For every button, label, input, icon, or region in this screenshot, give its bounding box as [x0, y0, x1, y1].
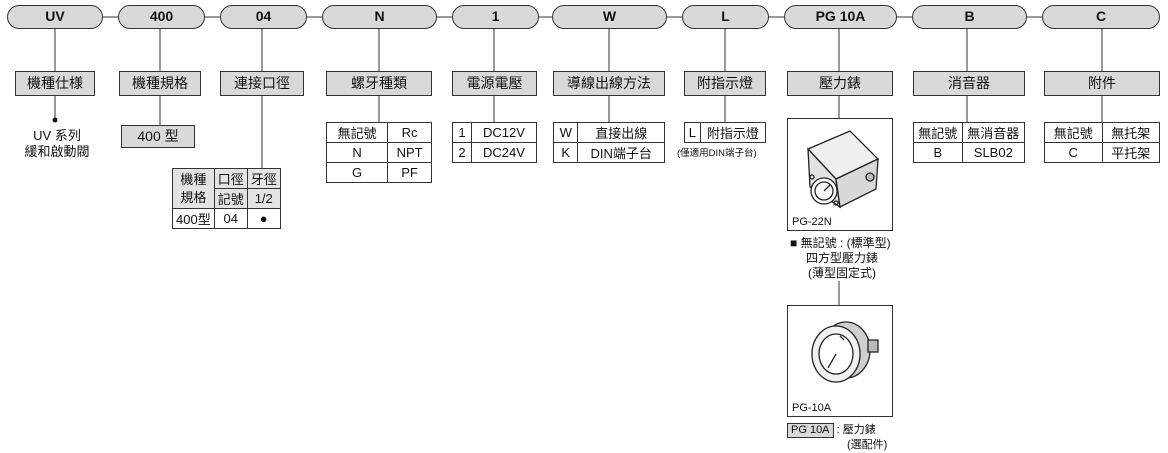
category-accessory: 附件: [1044, 71, 1160, 96]
wiring-code: W: [552, 122, 579, 143]
round-gauge-image: [811, 321, 879, 383]
port-table-header-port: 口徑: [213, 168, 248, 189]
category-silencer: 消音器: [913, 71, 1025, 96]
voltage-value: DC12V: [470, 122, 538, 143]
indicator-note: (僅適用DIN端子台): [677, 148, 757, 159]
accessory-code: 無記號: [1044, 122, 1103, 143]
gauge-square-desc: ■ 無記號 : (標準型) 四方型壓力錶 (薄型固定式): [790, 236, 891, 281]
silencer-code: B: [913, 142, 963, 163]
code-pill-port: 04: [220, 5, 307, 29]
code-pill-silencer: B: [912, 5, 1027, 29]
gauge-round-desc: PG 10A : 壓力錶 (選配件): [787, 423, 887, 452]
port-table-header-size: 1/2: [246, 188, 281, 209]
spec-note-series: UV 系列: [33, 128, 81, 143]
port-table-header-thread: 牙徑: [246, 168, 281, 189]
gauge-round-desc-type: : 壓力錶: [836, 424, 876, 436]
code-pill-gauge: PG 10A: [784, 5, 897, 29]
category-gauge: 壓力錶: [787, 71, 893, 96]
model-size-box: 400 型: [121, 125, 195, 148]
port-table-cell: ●: [246, 208, 281, 229]
thread-type: Rc: [387, 122, 432, 143]
bullet-dot: [52, 117, 58, 123]
thread-code: N: [325, 142, 389, 163]
port-table-header-model: 機種規格: [172, 168, 215, 209]
gauge-round-tag: PG 10A: [787, 423, 834, 438]
gauge-panel-round: PG-10A: [787, 305, 893, 417]
voltage-code: 1: [452, 122, 472, 143]
thread-code: G: [325, 162, 389, 183]
gauge-square-desc-standard: ■ 無記號 : (標準型): [790, 236, 891, 250]
code-pill-size: 400: [118, 5, 205, 29]
code-pill-uv: UV: [7, 5, 103, 29]
gauge-square-desc-mount: (薄型固定式): [808, 266, 876, 280]
wiring-method: DIN端子台: [577, 142, 665, 163]
thread-code: 無記號: [325, 122, 389, 143]
square-gauge-image: [806, 130, 880, 209]
voltage-value: DC24V: [470, 142, 538, 163]
port-size-table: 機種規格 口徑 牙徑 記號 1/2 400型 04 ●: [172, 168, 281, 229]
indicator-label: 附指示燈: [699, 122, 767, 143]
port-table-cell: 400型: [172, 208, 215, 229]
category-size: 機種規格: [119, 71, 201, 96]
port-table-header-code: 記號: [213, 188, 248, 209]
code-pill-thread: N: [322, 5, 437, 29]
code-pill-voltage: 1: [452, 5, 539, 29]
thread-type: PF: [387, 162, 432, 183]
wiring-method: 直接出線: [577, 122, 665, 143]
code-pill-wiring: W: [552, 5, 667, 29]
spec-note-valve: 緩和啟動閥: [24, 144, 90, 159]
category-port: 連接口徑: [220, 71, 304, 96]
spec-note: UV 系列 緩和啟動閥: [22, 128, 92, 160]
category-indicator: 附指示燈: [684, 71, 766, 96]
gauge-connector: [838, 281, 840, 305]
gauge-label-square: PG-22N: [792, 216, 832, 228]
gauge-square-desc-type: 四方型壓力錶: [806, 251, 879, 265]
category-spec: 機種仕様: [15, 71, 95, 96]
silencer-code: 無記號: [913, 122, 963, 143]
thread-type: NPT: [387, 142, 432, 163]
gauge-panel-square: PG-22N: [787, 118, 893, 231]
voltage-code: 2: [452, 142, 472, 163]
category-wiring: 導線出線方法: [553, 71, 665, 96]
accessory-value: 平托架: [1101, 142, 1160, 163]
accessory-value: 無托架: [1101, 122, 1160, 143]
silencer-value: 無消音器: [961, 122, 1026, 143]
silencer-value: SLB02: [961, 142, 1026, 163]
code-pill-accessory: C: [1042, 5, 1160, 29]
code-pill-indicator: L: [682, 5, 769, 29]
category-thread: 螺牙種類: [326, 71, 432, 96]
wiring-code: K: [552, 142, 579, 163]
accessory-code: C: [1044, 142, 1103, 163]
indicator-code: L: [684, 122, 701, 143]
category-voltage: 電源電壓: [452, 71, 537, 96]
gauge-round-desc-optional: (選配件): [847, 439, 888, 451]
port-table-cell: 04: [213, 208, 248, 229]
gauge-label-round: PG-10A: [792, 402, 832, 414]
